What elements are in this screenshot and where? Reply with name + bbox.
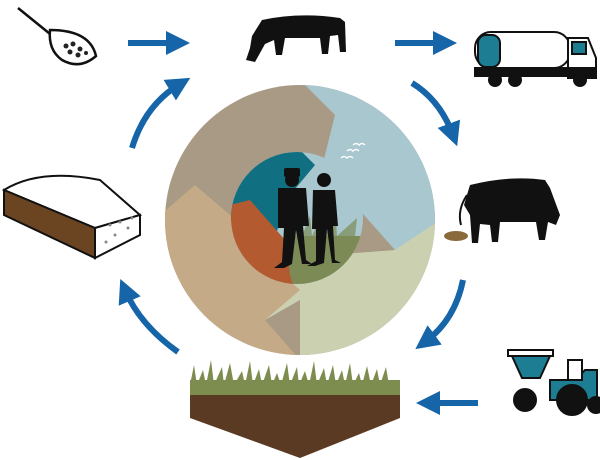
arrows [118, 31, 478, 415]
silage-heap-icon [1, 174, 143, 260]
manure-spreader-tractor-icon [507, 349, 600, 416]
milk-tanker-truck-icon [474, 31, 597, 87]
farmers-silhouette-icon [274, 168, 341, 268]
arrow-silage-to-cow [129, 77, 191, 149]
arrow-manure-to-field [415, 279, 466, 350]
feed-scoop-icon [17, 7, 98, 66]
cow-manure-icon [444, 178, 560, 243]
arrow-soil-to-silage [118, 278, 180, 355]
arrow-cow-to-manure [410, 80, 461, 147]
soil-grass-icon [190, 360, 400, 458]
grazing-cow-icon [246, 15, 346, 62]
birds-icon [340, 142, 366, 160]
